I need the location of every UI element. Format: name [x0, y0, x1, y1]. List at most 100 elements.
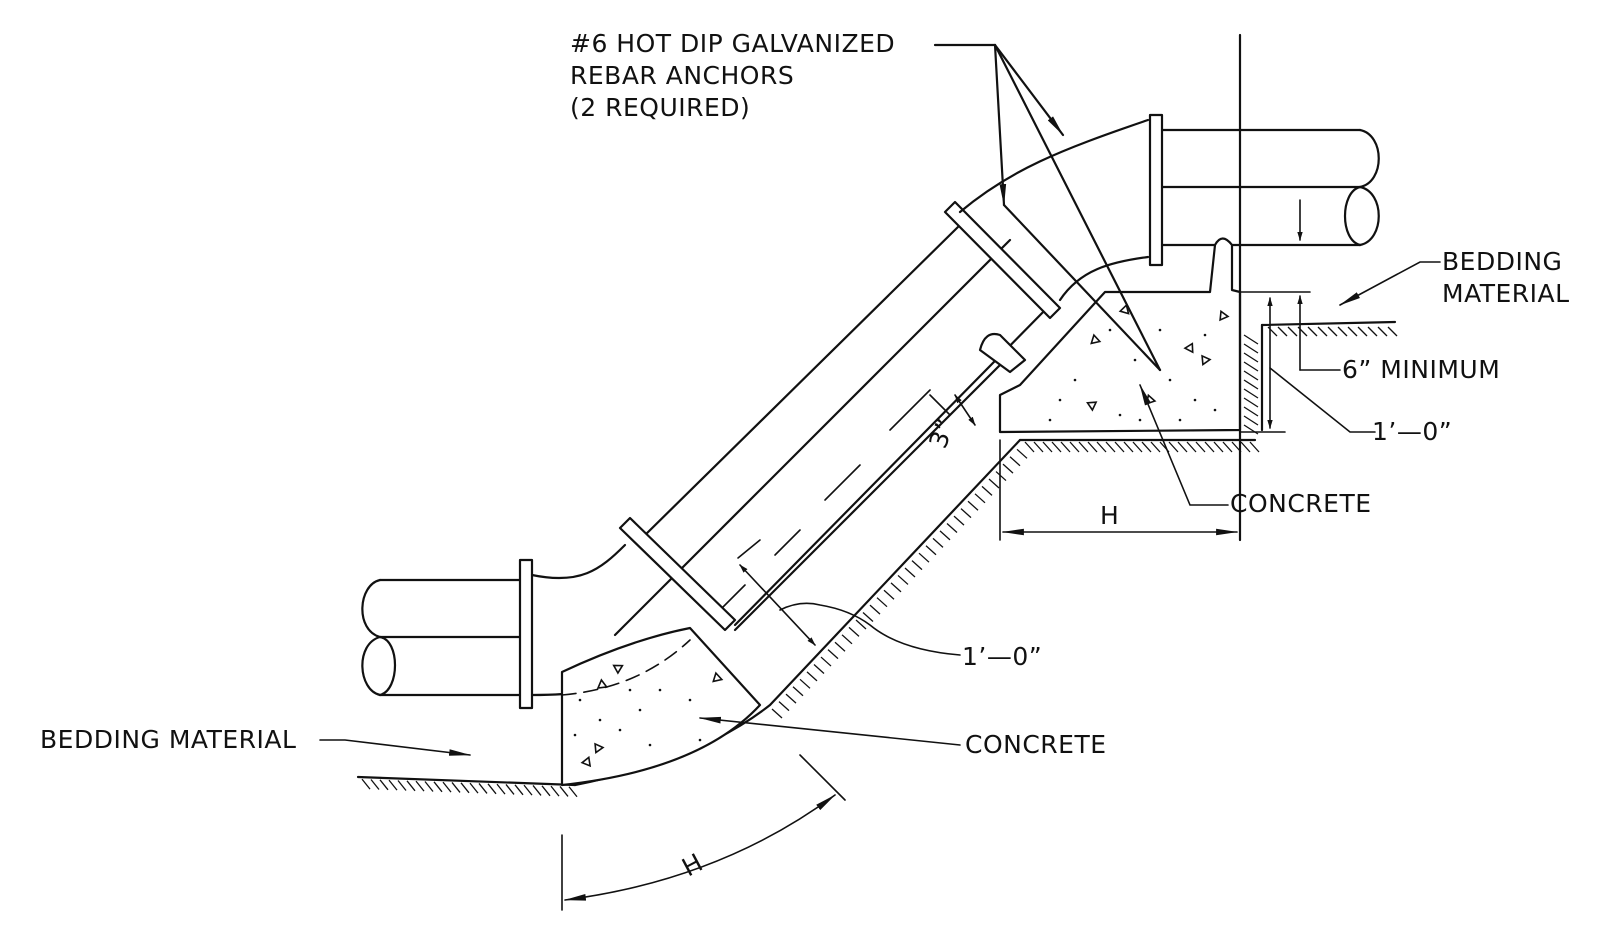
soil-hatch-mark [1078, 441, 1089, 453]
aggregate-dot [1108, 328, 1112, 332]
soil-hatch-mark [897, 574, 909, 585]
soil-hatch-mark [834, 641, 846, 652]
soil-hatch-mark [960, 508, 972, 519]
soil-hatch-mark [855, 619, 867, 630]
soil-hatch-mark [1287, 326, 1298, 337]
h-upper-label: H [1100, 501, 1119, 530]
soil-hatch-mark [904, 567, 916, 578]
soil-hatch-mark [876, 597, 888, 608]
aggregate-dot [1138, 418, 1142, 422]
soil-hatch-mark [487, 783, 497, 795]
soil-hatch-mark [946, 523, 958, 533]
soil-hatch-mark [925, 545, 937, 556]
soil-hatch-mark [523, 784, 533, 796]
soil-hatch-mark [568, 786, 578, 798]
soil-hatch-mark [813, 663, 825, 674]
soil-hatch-mark [1347, 326, 1358, 337]
soil-hatch-mark [939, 530, 951, 541]
aggregate-triangle [612, 664, 624, 675]
soil-hatch-mark [1377, 326, 1388, 337]
soil-hatch-mark [974, 493, 986, 504]
soil-hatch-mark [918, 552, 930, 563]
upper-flange [1148, 113, 1164, 267]
upper-thrust-block [978, 237, 1242, 434]
soil-hatch-mark [1168, 441, 1179, 453]
soil-hatch-mark [1204, 441, 1215, 453]
aggregate-dot [1058, 398, 1062, 402]
rebar-label-line2: REBAR ANCHORS [570, 61, 794, 90]
aggregate-dot [638, 708, 642, 712]
h-lower-label: H [677, 848, 708, 883]
soil-hatch-mark [988, 478, 1000, 489]
soil-hatch-mark [841, 634, 853, 645]
soil-hatch-mark [1042, 441, 1053, 453]
dim-h-upper [999, 439, 1239, 541]
soil-hatch-mark [1195, 441, 1206, 453]
aggregate-dot [1073, 378, 1077, 382]
bedding-right-leader [1339, 261, 1441, 306]
aggregate-dot [1118, 413, 1122, 417]
aggregate-triangle [1086, 401, 1098, 412]
aggregate-dot [1178, 418, 1182, 422]
soil-hatch-mark [1009, 456, 1021, 467]
concrete-lower-leader [698, 716, 961, 746]
one-foot-lower-label: 1’—0” [962, 642, 1042, 671]
diagonal-pipe [613, 200, 1062, 637]
soil-hatch-mark [1387, 326, 1398, 337]
soil-hatch-mark [785, 693, 797, 704]
dim-1ft-upper [1239, 297, 1376, 433]
aggregate-dot [628, 688, 632, 692]
one-foot-upper-label: 1’—0” [1372, 417, 1452, 446]
soil-hatch-mark [1186, 441, 1197, 453]
aggregate-triangle [1090, 333, 1102, 345]
aggregate-dot [1193, 398, 1197, 402]
aggregate-triangle [1219, 309, 1230, 322]
soil-hatch-mark [433, 781, 443, 793]
rebar-leaders [933, 43, 1162, 372]
dim-1ft-lower [737, 539, 961, 656]
aggregate-dot [1048, 418, 1052, 422]
soil-hatch-mark [361, 778, 371, 790]
soil-hatch-mark [1051, 441, 1062, 453]
aggregate-dot [1158, 328, 1162, 332]
soil-hatch-mark [1150, 441, 1161, 453]
soil-hatch-mark [869, 604, 881, 615]
soil-hatch-mark [532, 785, 542, 796]
dim-3in [929, 394, 976, 426]
aggregate-triangle [712, 671, 724, 683]
soil-hatch-mark [1024, 441, 1035, 453]
lower-thrust-block [560, 626, 762, 787]
aggregate-dot [573, 733, 577, 737]
soil-hatch-mark [1327, 326, 1338, 337]
upper-horizontal-pipe [1148, 113, 1380, 267]
soil-hatch-mark [1069, 441, 1080, 453]
soil-hatch-mark [460, 782, 470, 794]
soil-hatch-mark [550, 785, 560, 797]
soil-hatch-mark [1243, 388, 1259, 399]
soil-hatch-mark [379, 779, 389, 791]
soil-hatch-mark [1240, 441, 1251, 453]
soil-hatch-mark [953, 515, 965, 526]
soil-hatch-mark [799, 678, 811, 689]
soil-hatch-mark [559, 786, 569, 797]
aggregate-dot [598, 718, 602, 722]
soil-hatch-mark [370, 779, 380, 790]
soil-hatch-mark [1243, 406, 1259, 417]
soil-hatch-mark [424, 781, 434, 792]
soil-hatch-mark [1357, 326, 1368, 337]
soil-hatch-mark [778, 701, 790, 712]
aggregate-dot [618, 728, 622, 732]
soil-hatch-mark [1243, 334, 1259, 345]
soil-hatch-mark [514, 784, 524, 796]
soil-hatch-mark [469, 782, 479, 794]
soil-hatch-mark [1002, 463, 1014, 474]
soil-hatch-mark [848, 626, 860, 637]
soil-hatch-mark [1367, 326, 1378, 337]
diagonal-upper-flange [943, 200, 1062, 320]
aggregate-triangle [594, 742, 605, 754]
bedding-left-leader [319, 739, 472, 756]
soil-hatch-mark [1243, 397, 1259, 408]
soil-hatch-mark [1096, 441, 1107, 453]
soil-hatch-mark [1337, 326, 1348, 337]
